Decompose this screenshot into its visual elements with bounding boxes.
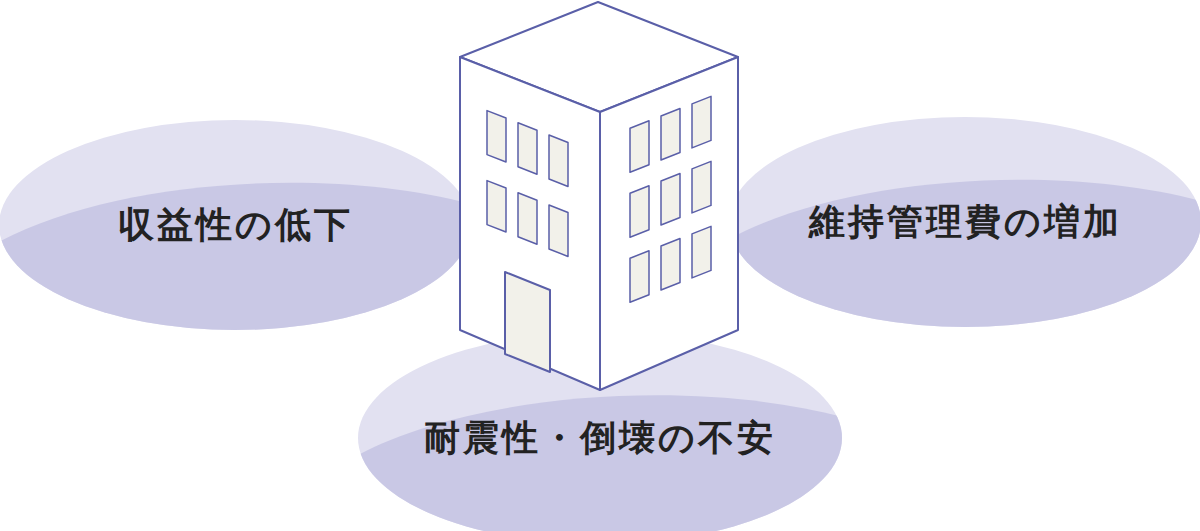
issue-label: 維持管理費の増加 [809,200,1122,243]
building-door [505,272,550,372]
building-right-face [600,57,738,390]
ellipse-shade [0,183,471,330]
ellipse-light [729,117,1200,327]
ellipse-light [358,332,842,531]
window [661,174,680,225]
window [487,111,506,162]
window [692,96,711,147]
ellipse-shade [729,180,1200,327]
ellipse-light [0,120,471,330]
window [630,121,649,172]
window [518,123,537,174]
building-left-face [460,57,600,390]
issue-label: 収益性の低下 [118,203,353,246]
window [518,193,537,244]
window [549,135,568,186]
window [692,161,711,212]
window [487,181,506,232]
window [661,109,680,160]
window [630,186,649,237]
building-windows [487,96,711,302]
window [661,239,680,290]
issue-label: 耐震性・倒壊の不安 [424,416,776,459]
window [630,251,649,302]
ellipse-shade [358,395,842,531]
issue-ellipse: 維持管理費の増加 [729,117,1200,327]
window [692,226,711,277]
issue-ellipse: 収益性の低下 [0,120,471,330]
window [549,205,568,256]
